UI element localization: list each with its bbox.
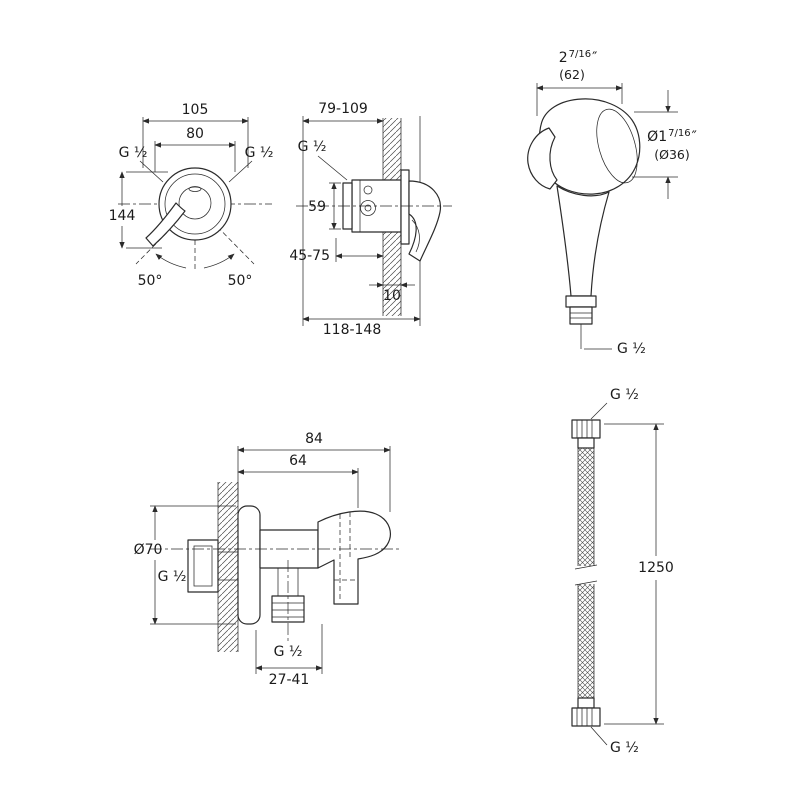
dim-label-64: 64 [289, 453, 307, 469]
dim-label-width-mm: (62) [559, 67, 585, 82]
dim-label-1250: 1250 [638, 560, 674, 576]
spray-connector [565, 295, 597, 349]
dim-144: 144 [109, 171, 168, 249]
dim-label-59: 59 [308, 199, 326, 215]
dim-label-27-41: 27-41 [269, 672, 310, 688]
dim-80: 80 [154, 126, 236, 172]
handle-hub [178, 186, 212, 220]
concealed-union [187, 539, 219, 593]
escutcheon-inner [164, 173, 226, 235]
wall-section-holder [217, 482, 239, 652]
spray-thread-text: G ½ [617, 341, 646, 357]
holder-arm [259, 529, 319, 569]
angle-label-left: 50° [138, 273, 163, 289]
mixer-front-view: 105 80 G ½ G ½ 144 50° 50° [109, 102, 274, 289]
valve-body [342, 179, 402, 233]
dim-118-148: 118-148 [302, 316, 421, 338]
dim-105: 105 [142, 102, 249, 168]
lever-handle [145, 202, 186, 247]
lever-handle-side [408, 180, 442, 262]
thread-left-label: G ½ [119, 145, 148, 161]
dim-label-10: 10 [383, 288, 401, 304]
dim-79-109: 79-109 [302, 101, 384, 124]
dim-label-79-109: 79-109 [318, 101, 368, 117]
dim-dia-70: Ø70 [134, 505, 236, 625]
holder-thread-bottom-label: G ½ [274, 644, 303, 660]
dim-label-dia-mm: (Ø36) [654, 147, 690, 162]
hose-thread-top: G ½ [590, 387, 639, 420]
dim-label-45-75: 45-75 [289, 248, 330, 264]
dim-diameter-1-7-16: Ø17/16″ (Ø36) [632, 90, 697, 199]
thread-label-right: G ½ [228, 145, 274, 183]
holder-thread-rear-label: G ½ [158, 569, 187, 585]
hose-view: G ½ G ½ [571, 387, 674, 756]
escutcheon-side [400, 169, 410, 245]
hand-spray-view: 27/16″ (62) Ø17/16″ (Ø36) G ½ [527, 49, 697, 357]
dim-84: 84 [237, 431, 391, 512]
dim-label-dia70: Ø70 [134, 542, 163, 558]
hose-nut-bottom [571, 697, 601, 727]
dim-1250: 1250 [604, 423, 674, 725]
hose-nut-top [571, 419, 601, 449]
trigger-lever [527, 127, 558, 190]
dim-label-84: 84 [305, 431, 323, 447]
dim-width-2-7-16: 27/16″ (62) [536, 49, 623, 116]
escutcheon-outer [158, 167, 232, 241]
logo-oval [188, 186, 202, 192]
dim-label-118-148: 118-148 [323, 322, 382, 338]
lever-inner-curve [411, 219, 420, 253]
hose-body [574, 448, 598, 698]
dim-64: 64 [237, 453, 359, 508]
hose-thread-bottom: G ½ [590, 726, 639, 756]
hose-thread-bottom-label: G ½ [610, 740, 639, 756]
angle-dims-50deg: 50° 50° [138, 253, 253, 289]
thread-right-label: G ½ [245, 145, 274, 161]
dim-label-80: 80 [186, 126, 204, 142]
mixer-side-view: 79-109 G ½ 59 45-75 10 118-148 [289, 101, 452, 338]
angle-label-right: 50° [228, 273, 253, 289]
thread-label-side: G ½ [298, 139, 348, 181]
spray-face [596, 108, 638, 184]
dim-label-dia-inch: Ø17/16″ [647, 128, 697, 145]
dim-label-width-inch: 27/16″ [559, 49, 598, 66]
dim-45-75: 45-75 [289, 238, 384, 264]
cradle-hidden-lines [334, 512, 358, 602]
thread-side-label: G ½ [298, 139, 327, 155]
flange [237, 505, 261, 625]
wall-holder-view: 84 64 [134, 431, 400, 688]
hose-thread-top-label: G ½ [610, 387, 639, 403]
dim-10: 10 [369, 282, 415, 304]
thread-label-left: G ½ [119, 145, 164, 183]
spray-thread-label: G ½ [584, 341, 646, 357]
spray-holder-cradle [317, 510, 391, 605]
dim-label-144: 144 [109, 208, 136, 224]
spray-handle-body [556, 185, 610, 297]
dim-label-105: 105 [182, 102, 209, 118]
dim-27-41: 27-41 [255, 624, 323, 688]
